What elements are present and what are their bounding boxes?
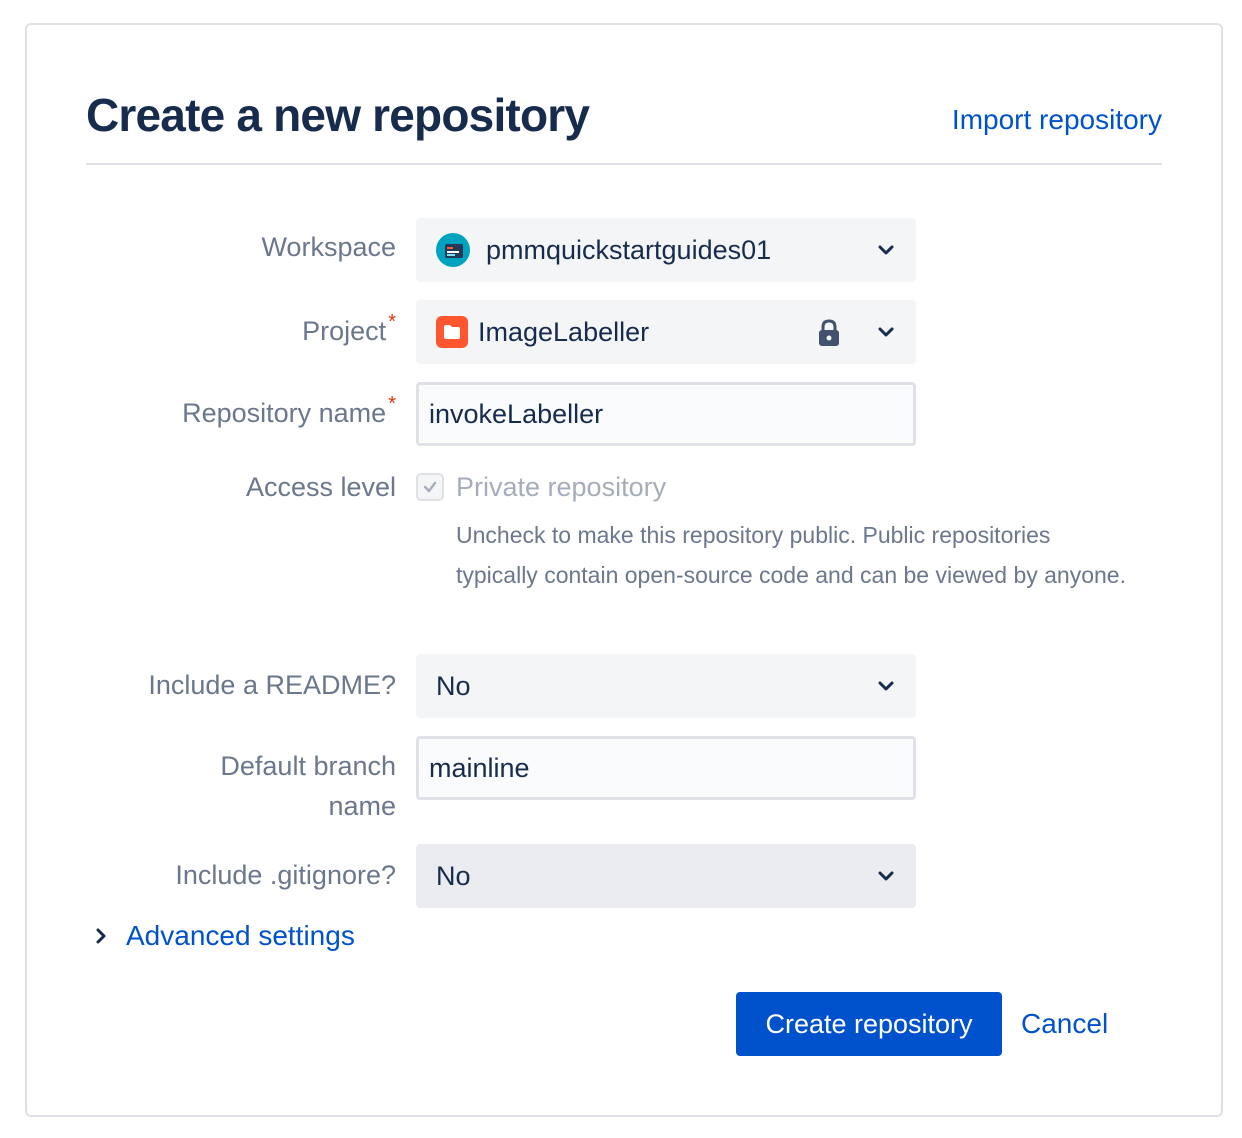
page-title: Create a new repository: [86, 89, 590, 141]
header-divider: [86, 163, 1162, 165]
private-repository-label: Private repository: [456, 472, 667, 502]
required-indicator: *: [388, 311, 396, 333]
workspace-label: Workspace: [261, 232, 396, 262]
cancel-button[interactable]: Cancel: [1021, 1004, 1108, 1044]
private-repository-checkbox[interactable]: [416, 473, 444, 501]
required-indicator: *: [388, 393, 396, 415]
readme-select[interactable]: No: [416, 654, 916, 718]
create-repository-card: [25, 23, 1223, 1117]
chevron-down-icon: [878, 871, 894, 881]
checkmark-icon: [423, 481, 437, 493]
import-repository-link[interactable]: Import repository: [951, 104, 1162, 135]
chevron-right-icon: [96, 928, 106, 944]
chevron-down-icon: [878, 681, 894, 691]
folder-icon: [444, 325, 460, 339]
create-repository-button[interactable]: Create repository: [736, 992, 1002, 1056]
readme-label: Include a README?: [148, 670, 396, 700]
workspace-avatar-icon: [436, 233, 470, 267]
workspace-value: pmmquickstartguides01: [486, 234, 772, 265]
access-level-help-text: Uncheck to make this repository public. …: [456, 522, 1126, 588]
workspace-select[interactable]: pmmquickstartguides01: [416, 218, 916, 282]
default-branch-input[interactable]: [416, 736, 916, 800]
lock-icon: [819, 319, 839, 346]
advanced-settings-toggle[interactable]: Advanced settings: [92, 920, 355, 952]
chevron-down-icon: [878, 327, 894, 337]
advanced-settings-label: Advanced settings: [126, 920, 355, 951]
readme-value: No: [436, 670, 471, 701]
gitignore-label: Include .gitignore?: [175, 860, 396, 890]
repository-name-input[interactable]: [416, 382, 916, 446]
chevron-down-icon: [878, 245, 894, 255]
access-level-label: Access level: [245, 472, 396, 502]
repository-name-label: Repository name*: [182, 393, 396, 428]
default-branch-label: Default branch name: [220, 751, 396, 821]
project-select[interactable]: ImageLabeller: [416, 300, 916, 364]
project-avatar: [436, 316, 468, 348]
gitignore-select[interactable]: No: [416, 844, 916, 908]
project-value: ImageLabeller: [478, 316, 650, 347]
project-label: Project*: [302, 311, 396, 346]
gitignore-value: No: [436, 860, 471, 891]
